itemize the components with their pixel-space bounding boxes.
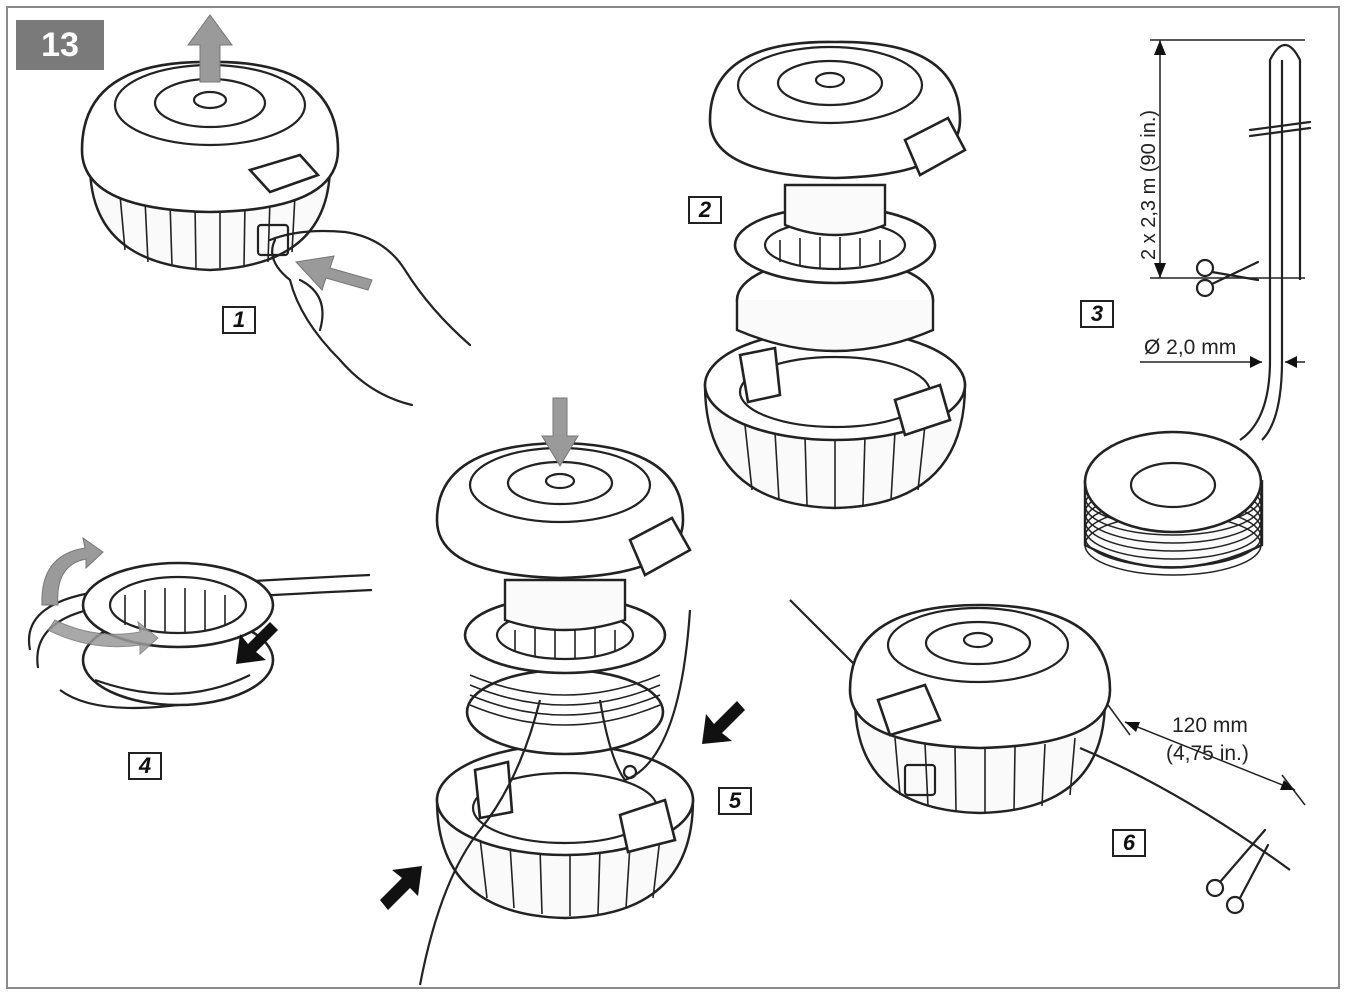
- step6-length-mm-label: 120 mm: [1172, 714, 1248, 737]
- step6-finished-head: [789, 599, 1306, 871]
- step3-scissors-icon: [1195, 258, 1260, 298]
- step-badge-1: 1: [222, 306, 256, 334]
- step6-scissors-icon: [1205, 828, 1270, 915]
- step5-down-arrow-icon: [541, 397, 579, 467]
- step1-trimmer-head: [80, 60, 340, 272]
- step6-length-in-label: (4,75 in.): [1166, 742, 1249, 765]
- step5-reassembly: [418, 441, 695, 986]
- step-badge-5: 5: [718, 787, 752, 815]
- step-badge-4: 4: [128, 752, 162, 780]
- step4-black-arrow-icon: [236, 622, 278, 664]
- step3-length-label: 2 x 2,3 m (90 in.): [1138, 109, 1160, 260]
- step-badge-3: 3: [1080, 300, 1114, 328]
- step3-diameter-label: Ø 2,0 mm: [1144, 336, 1237, 359]
- step5-black-arrow-left-icon: [380, 866, 422, 910]
- figure-frame: [6, 6, 1340, 989]
- step4-rotate-arrow-icon: [41, 536, 159, 656]
- step1-hand-icon: [268, 229, 472, 407]
- step5-black-arrow-right-icon: [702, 701, 745, 744]
- step1-press-arrow-icon: [294, 255, 373, 291]
- step2-exploded-head: [703, 40, 967, 510]
- step-badge-2: 2: [688, 196, 722, 224]
- step1-up-arrow-icon: [187, 14, 233, 83]
- figure-number-badge: 13: [16, 20, 104, 70]
- step-badge-6: 6: [1112, 829, 1146, 857]
- step3-line-coil: [1083, 39, 1312, 576]
